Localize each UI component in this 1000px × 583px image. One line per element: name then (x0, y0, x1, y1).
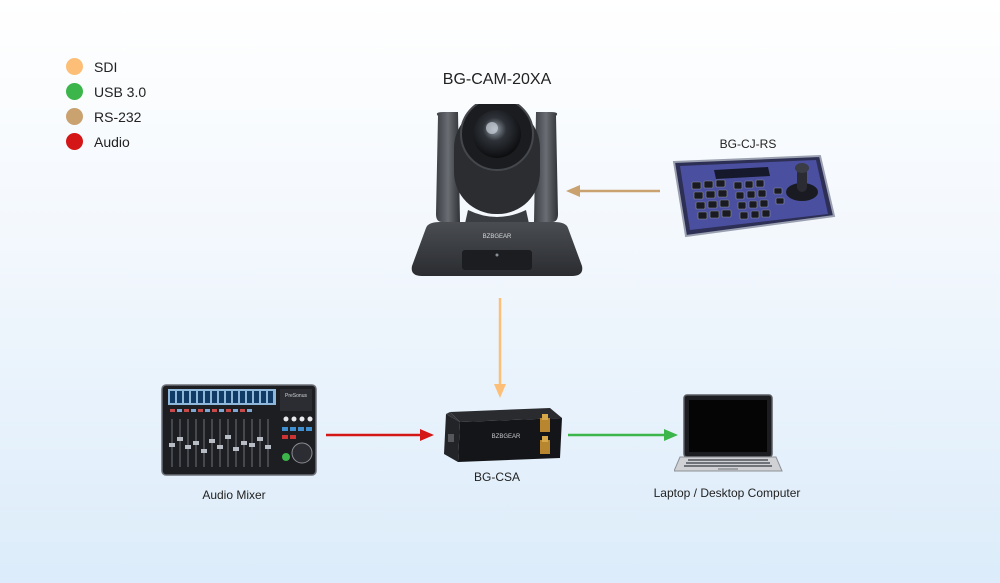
mixer-label: Audio Mixer (202, 488, 266, 502)
mixer-brand: PreSonus (285, 393, 307, 399)
laptop (674, 394, 783, 472)
camera-brand: BZBGEAR (483, 234, 512, 240)
sdi-dot (66, 58, 83, 75)
legend-label: Audio (94, 133, 130, 150)
capture-label: BG-CSA (473, 470, 521, 484)
legend-item-audio: Audio (66, 129, 146, 154)
capture-device: BZBGEAR (444, 408, 562, 462)
legend-label: USB 3.0 (94, 83, 147, 100)
bnc-connector-icon (540, 436, 550, 454)
sdi-arrow (494, 298, 506, 398)
rs232-dot (66, 108, 83, 125)
legend: SDI USB 3.0 RS-232 Audio (66, 54, 146, 154)
camera-label: BG-CAM-20XA (442, 71, 552, 88)
controller-label: BG-CJ-RS (719, 137, 777, 151)
usb-arrow (568, 429, 678, 441)
audio-arrow (326, 429, 434, 441)
legend-label: SDI (94, 58, 118, 75)
legend-item-usb: USB 3.0 (66, 79, 146, 104)
ptz-camera: BZBGEAR (411, 104, 583, 276)
audio-dot (66, 133, 83, 150)
laptop-label: Laptop / Desktop Computer (653, 486, 801, 500)
legend-item-sdi: SDI (66, 54, 146, 79)
rs232-arrow (566, 185, 660, 197)
bnc-connector-icon (540, 414, 550, 432)
audio-mixer: PreSonus (161, 384, 317, 476)
legend-label: RS-232 (94, 108, 142, 125)
keyboard-controller (672, 154, 836, 238)
capture-brand: BZBGEAR (492, 434, 521, 440)
usb-dot (66, 83, 83, 100)
legend-item-rs232: RS-232 (66, 104, 146, 129)
